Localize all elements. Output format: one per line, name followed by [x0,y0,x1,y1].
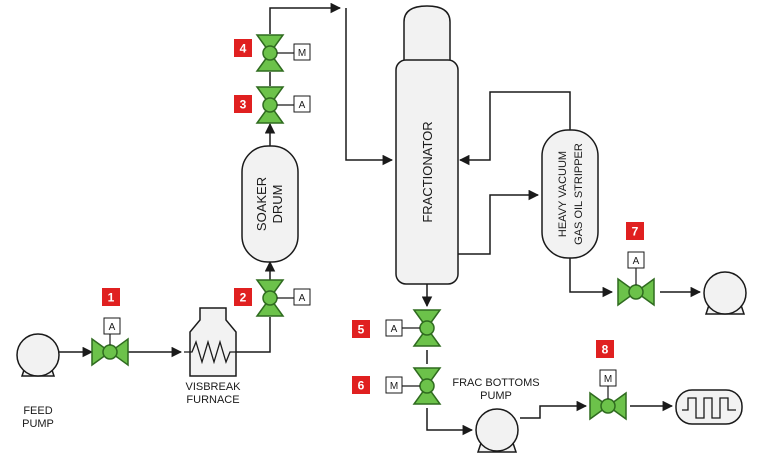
badge-box [234,39,252,57]
valve-7[interactable]: A [617,251,655,307]
badge-box [352,376,370,394]
valve-actuator-disc [262,45,278,61]
badge-number: 6 [358,379,365,393]
actuator-tag-label: M [298,48,306,59]
fractionator: FRACTIONATOR [395,5,459,285]
valve-3[interactable]: A [255,86,311,124]
hvgo-stripper: HEAVY VACUUM GAS OIL STRIPPER [541,129,599,259]
stripper-label-1: HEAVY VACUUM [557,151,569,237]
valve-4[interactable]: M [255,34,311,72]
furnace-label-1: VISBREAK [185,381,241,393]
pipe-furnace-to-valve2 [235,317,271,353]
actuator-tag-box [293,95,311,113]
pipe-fractionator-to-stripper [457,189,540,255]
badge-number: 4 [240,42,247,56]
valve-8[interactable]: M [589,369,627,421]
feed-pump-label-2: PUMP [22,418,54,430]
badge-box [352,320,370,338]
valve-1[interactable]: A [91,317,129,367]
valve-actuator-disc [419,378,435,394]
fractionator-label: FRACTIONATOR [420,121,435,222]
pipe-valve6-to-pump [426,408,474,436]
valve-number-badge: 3 [234,95,252,113]
badge-box [234,95,252,113]
valve-number-badge: 2 [234,288,252,306]
actuator-tag-label: M [604,374,612,385]
badge-box [234,288,252,306]
badge-number: 1 [108,291,115,305]
pipe-down-to-fractionator [345,8,394,166]
valve-number-badge: 8 [596,340,614,358]
pipe-stripper-return [458,91,571,166]
soaker-drum: SOAKER DRUM [241,145,299,263]
actuator-tag-box [103,317,121,335]
furnace-label-2: FURNACE [186,394,239,406]
actuator-tag-box [385,319,403,337]
badge-number: 7 [632,225,639,239]
actuator-tag-box [293,288,311,306]
badge-number: 2 [240,291,247,305]
valve-number-badge: 6 [352,376,370,394]
actuator-tag-box [293,43,311,61]
actuator-tag-label: A [109,322,116,333]
frac-pump-label-1: FRAC BOTTOMS [452,377,539,389]
valve-2[interactable]: A [255,279,311,317]
actuator-tag-label: M [390,381,398,392]
actuator-tag-label: A [391,324,398,335]
feed-pump: FEED PUMP [16,333,60,430]
actuator-tag-label: A [299,100,306,111]
actuator-tag-box [599,369,617,387]
soaker-label-1: SOAKER [254,177,269,231]
badge-box [626,222,644,240]
piping [58,2,702,436]
valve-actuator-disc [419,320,435,336]
actuator-tag-label: A [299,293,306,304]
pipe-valve4-to-fractionator [269,2,342,34]
valve-actuator-disc [262,290,278,306]
valve-6[interactable]: M [385,367,442,405]
valve-number-badge: 4 [234,39,252,57]
actuator-tag-label: A [633,256,640,267]
frac-bottoms-pump: FRAC BOTTOMS PUMP [452,377,540,453]
stripper-bottoms-pump [703,271,747,315]
badge-box [102,288,120,306]
badge-number: 3 [240,98,247,112]
heat-exchanger [675,389,743,425]
valve-actuator-disc [102,344,118,360]
badge-number: 5 [358,323,365,337]
visbreak-furnace: VISBREAK FURNACE [184,307,241,406]
valve-number-badge: 1 [102,288,120,306]
valve-number-badge: 5 [352,320,370,338]
valve-actuator-disc [600,398,616,414]
valve-actuator-disc [628,284,644,300]
valve-number-badge: 7 [626,222,644,240]
actuator-tag-box [385,376,403,394]
stripper-label-2: GAS OIL STRIPPER [573,143,585,245]
pipe-pump-to-valve8 [520,400,588,419]
feed-pump-label-1: FEED [23,405,52,417]
soaker-label-2: DRUM [270,185,285,224]
valve-actuator-disc [262,97,278,113]
pipe-stripper-to-valve7 [569,258,614,298]
badge-box [596,340,614,358]
actuator-tag-box [627,251,645,269]
frac-pump-label-2: PUMP [480,390,512,402]
valve-5[interactable]: A [385,309,442,347]
badge-number: 8 [602,343,609,357]
